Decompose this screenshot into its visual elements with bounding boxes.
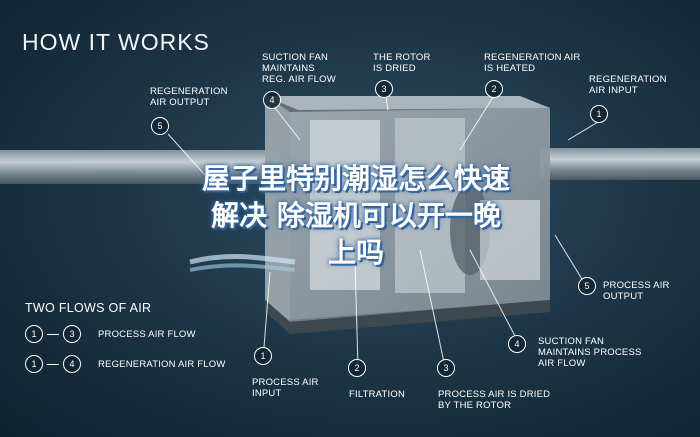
legend-label: PROCESS AIR FLOW [98, 328, 196, 340]
legend-dash [47, 333, 59, 335]
step-4-badge: 4 [263, 91, 281, 109]
label-line: OUTPUT [603, 291, 644, 302]
label-line: IS DRIED [373, 63, 416, 74]
right-duct [540, 148, 700, 180]
label-filtration: FILTRATION [349, 389, 405, 400]
legend-dash [47, 363, 59, 365]
label-line: AIR FLOW [538, 358, 586, 369]
legend-row-regeneration: 1 4 REGENERATION AIR FLOW [25, 355, 226, 373]
label-line: SUCTION FAN [262, 52, 329, 63]
label-line: REGENERATION [150, 86, 228, 97]
label-process-dried: PROCESS AIR IS DRIED BY THE ROTOR [438, 389, 550, 411]
label-regen-output: REGENERATION AIR OUTPUT [150, 86, 228, 108]
label-line: SUCTION FAN [538, 336, 605, 347]
step-4-badge: 4 [508, 335, 526, 353]
legend-start-badge: 1 [25, 355, 43, 373]
label-suction-fan-process: SUCTION FAN MAINTAINS PROCESS AIR FLOW [538, 336, 642, 369]
step-3-badge: 3 [375, 80, 393, 98]
label-process-output: PROCESS AIR OUTPUT [603, 280, 670, 302]
headline-line: 解决 除湿机可以开一晚 [211, 199, 501, 232]
label-line: BY THE ROTOR [438, 400, 512, 411]
step-5-badge: 5 [151, 117, 169, 135]
headline-line: 上吗 [327, 236, 384, 269]
label-line: IS HEATED [484, 63, 536, 74]
label-line: MAINTAINS PROCESS [538, 347, 642, 358]
step-1-badge: 1 [590, 105, 608, 123]
legend-end-badge: 3 [63, 325, 81, 343]
legend-start-badge: 1 [25, 325, 43, 343]
label-line: MAINTAINS [262, 63, 315, 74]
label-line: REGENERATION [589, 74, 667, 85]
label-regen-heated: REGENERATION AIR IS HEATED [484, 52, 580, 74]
label-line: INPUT [252, 388, 282, 399]
step-2-badge: 2 [485, 80, 503, 98]
label-suction-fan-regen: SUCTION FAN MAINTAINS REG. AIR FLOW [262, 52, 336, 85]
legend-end-badge: 4 [63, 355, 81, 373]
label-line: PROCESS AIR [603, 280, 670, 291]
label-regen-input: REGENERATION AIR INPUT [589, 74, 667, 96]
legend-row-process: 1 3 PROCESS AIR FLOW [25, 325, 196, 343]
step-3-badge: 3 [437, 359, 455, 377]
legend-label: REGENERATION AIR FLOW [98, 358, 226, 370]
label-line: AIR OUTPUT [150, 97, 210, 108]
label-line: THE ROTOR [373, 52, 431, 63]
headline-line: 屋子里特别潮湿怎么快速 [201, 162, 510, 195]
label-process-input: PROCESS AIR INPUT [252, 377, 319, 399]
label-line: PROCESS AIR [252, 377, 319, 388]
step-5-badge: 5 [578, 277, 596, 295]
label-line: AIR INPUT [589, 85, 638, 96]
left-duct [0, 150, 280, 184]
overlay-headline: 屋子里特别潮湿怎么快速 解决 除湿机可以开一晚 上吗 [96, 160, 616, 271]
label-line: FILTRATION [349, 389, 406, 400]
page-title: HOW IT WORKS [22, 29, 210, 55]
label-line: PROCESS AIR IS DRIED [438, 389, 551, 400]
unit-top [265, 96, 550, 110]
step-2-badge: 2 [348, 359, 366, 377]
label-rotor-dried: THE ROTOR IS DRIED [373, 52, 431, 74]
label-line: REG. AIR FLOW [262, 74, 336, 85]
flows-title: TWO FLOWS OF AIR [25, 301, 152, 315]
step-1-badge: 1 [254, 347, 272, 365]
label-line: REGENERATION AIR [484, 52, 581, 63]
